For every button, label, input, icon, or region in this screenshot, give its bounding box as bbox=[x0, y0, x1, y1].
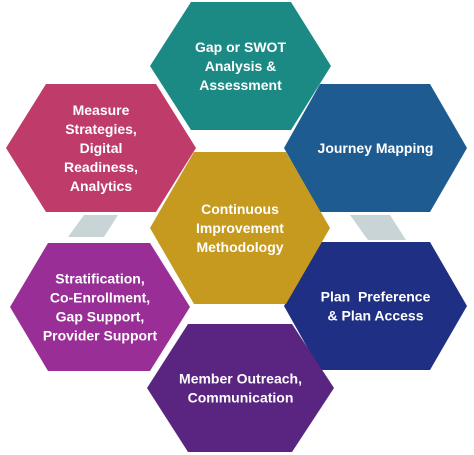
hex-gap-swot: Gap or SWOT Analysis & Assessment bbox=[150, 2, 331, 130]
connector-right bbox=[350, 215, 406, 240]
hex-stratification: Stratification, Co-Enrollment, Gap Support… bbox=[10, 243, 190, 371]
hex-member-outreach: Member Outreach, Communication bbox=[147, 324, 334, 452]
hex-label-line: Digital bbox=[80, 140, 123, 156]
connector-left bbox=[68, 215, 118, 237]
hex-label-line: Measure bbox=[73, 102, 130, 118]
hex-label: Journey Mapping bbox=[318, 140, 434, 156]
hex-label-line: Provider Support bbox=[43, 328, 158, 344]
hex-label-line: Co-Enrollment, bbox=[50, 290, 150, 306]
hex-label-line: Analytics bbox=[70, 178, 132, 194]
hex-shape bbox=[147, 324, 334, 452]
hex-label: Gap or SWOT Analysis & Assessment bbox=[195, 39, 286, 93]
hex-journey-mapping: Journey Mapping bbox=[284, 84, 467, 212]
hex-shape bbox=[150, 2, 331, 130]
hex-label-line: Assessment bbox=[199, 77, 282, 93]
hex-label: Stratification, Co-Enrollment, Gap Support… bbox=[43, 271, 158, 344]
hex-label-line: Stratification, bbox=[55, 271, 144, 287]
hex-plan-preference: Plan Preference & Plan Access bbox=[284, 242, 467, 370]
hex-label-line: Continuous bbox=[201, 201, 279, 217]
hex-label-line: Communication bbox=[188, 390, 294, 406]
hex-label-line: & Plan Access bbox=[328, 308, 424, 324]
hex-label-line: Improvement bbox=[196, 220, 284, 236]
hex-label: Plan Preference & Plan Access bbox=[321, 289, 431, 324]
hex-label-line: Gap or SWOT bbox=[195, 39, 286, 55]
hex-label-line: Readiness, bbox=[64, 159, 138, 175]
hex-label: Member Outreach, Communication bbox=[179, 371, 302, 406]
hex-shape bbox=[150, 152, 330, 304]
hex-label-line: Plan Preference bbox=[321, 289, 431, 305]
hex-shape bbox=[284, 242, 467, 370]
hex-label-line: Journey Mapping bbox=[318, 140, 434, 156]
hex-label-line: Gap Support, bbox=[56, 309, 145, 325]
hex-label-line: Methodology bbox=[196, 239, 283, 255]
hex-shape bbox=[10, 243, 190, 371]
hex-shape bbox=[284, 84, 467, 212]
hex-label-line: Strategies, bbox=[65, 121, 137, 137]
hex-label-line: Member Outreach, bbox=[179, 371, 302, 387]
hex-label-line: Analysis & bbox=[205, 58, 277, 74]
hex-shape bbox=[6, 84, 196, 212]
